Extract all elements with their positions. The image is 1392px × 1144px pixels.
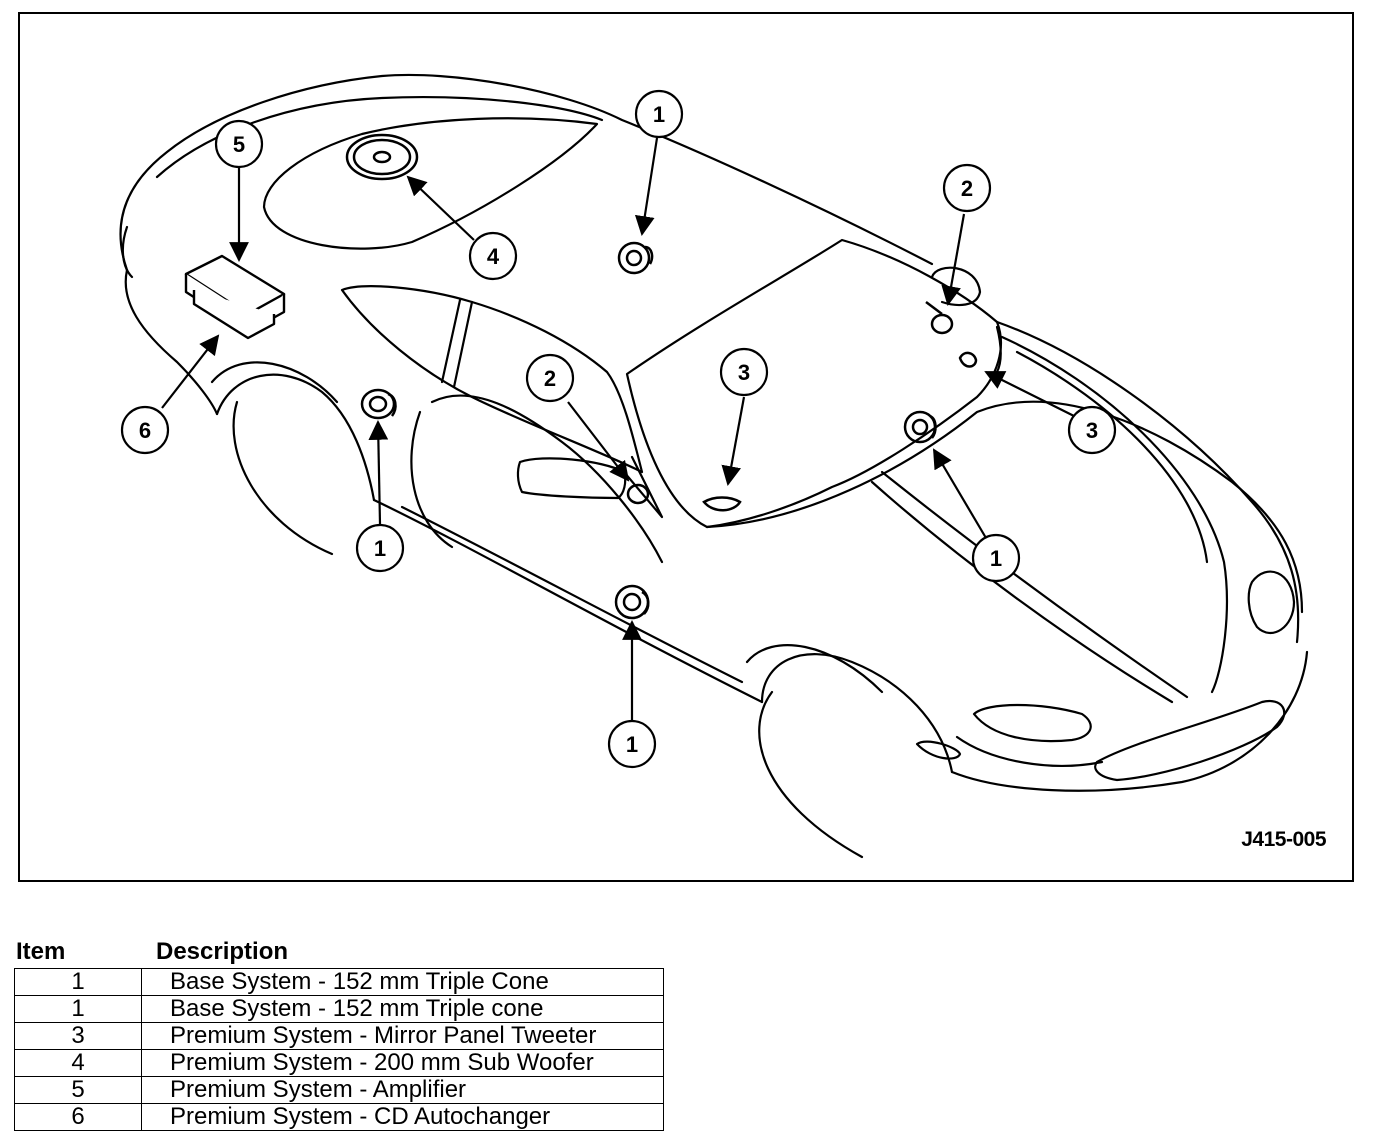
legend-item-description: Premium System - 200 mm Sub Woofer [141,1049,664,1077]
legend: Item Description 1 Base System - 152 mm … [14,938,664,1131]
svg-text:3: 3 [738,360,750,385]
callout-2-left: 2 [525,353,575,403]
svg-text:3: 3 [1086,418,1098,443]
callout-1-rear: 1 [355,523,405,573]
svg-text:2: 2 [961,176,973,201]
callout-3-left: 3 [719,347,769,397]
table-row: 1 Base System - 152 mm Triple cone [14,995,664,1023]
callout-2-right: 2 [942,163,992,213]
callout-4: 4 [468,231,518,281]
speaker-roof-center [617,241,654,275]
table-row: 4 Premium System - 200 mm Sub Woofer [14,1049,664,1077]
legend-item-number: 6 [14,1103,142,1131]
legend-item-number: 1 [14,968,142,996]
callouts: 1 1 1 1 2 2 3 [120,89,1117,769]
car-speaker-diagram: 1 1 1 1 2 2 3 [119,73,1309,859]
callout-5: 5 [214,119,264,169]
speaker-right-door [903,410,937,444]
svg-text:5: 5 [233,132,245,157]
svg-text:1: 1 [653,102,665,127]
component-amplifier [184,254,286,340]
figure-reference: J415-005 [1241,828,1326,851]
legend-header-item: Item [16,938,66,965]
car-outline [119,73,1309,859]
mirror-panel-tweeter-left [702,496,742,512]
table-row: 5 Premium System - Amplifier [14,1076,664,1104]
mirror-panel-tweeter-right [958,351,978,368]
svg-text:1: 1 [374,536,386,561]
tweeter-left [626,483,650,505]
callout-1-front-door: 1 [607,719,657,769]
legend-item-description: Premium System - CD Autochanger [141,1103,664,1131]
callout-1-right-door: 1 [971,533,1021,583]
svg-text:1: 1 [990,546,1002,571]
legend-item-number: 5 [14,1076,142,1104]
callout-6: 6 [120,405,170,455]
legend-item-description: Premium System - Amplifier [141,1076,664,1104]
table-row: 1 Base System - 152 mm Triple Cone [14,968,664,996]
svg-text:2: 2 [544,366,556,391]
legend-item-description: Base System - 152 mm Triple cone [141,995,664,1023]
callout-1-roof: 1 [634,89,684,139]
svg-text:4: 4 [487,244,500,269]
table-row: 6 Premium System - CD Autochanger [14,1103,664,1131]
component-sub-woofer [345,133,419,181]
svg-text:1: 1 [626,732,638,757]
legend-table: 1 Base System - 152 mm Triple Cone 1 Bas… [14,968,664,1131]
legend-item-description: Premium System - Mirror Panel Tweeter [141,1022,664,1050]
leader-arrows [161,137,1075,720]
legend-item-description: Base System - 152 mm Triple Cone [141,968,664,996]
speaker-rear-side [360,388,397,420]
legend-item-number: 3 [14,1022,142,1050]
legend-item-number: 4 [14,1049,142,1077]
legend-header: Item Description [14,938,664,968]
tweeter-right [925,301,954,335]
callout-3-right: 3 [1067,405,1117,455]
legend-item-number: 1 [14,995,142,1023]
svg-text:6: 6 [139,418,151,443]
table-row: 3 Premium System - Mirror Panel Tweeter [14,1022,664,1050]
speaker-front-door [614,584,650,620]
legend-header-description: Description [156,938,289,965]
diagram-frame: 1 1 1 1 2 2 3 [18,12,1354,882]
